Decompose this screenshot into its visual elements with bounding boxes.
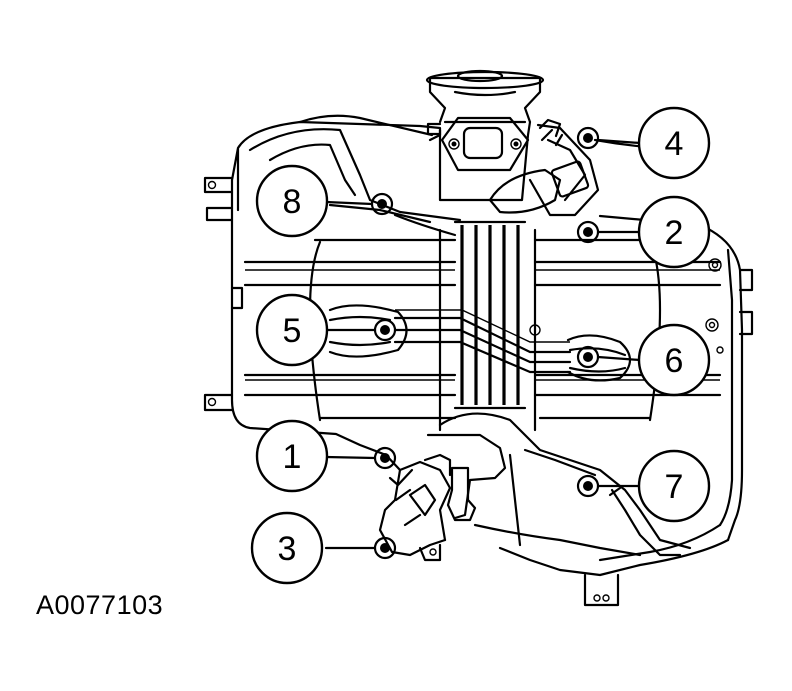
callout-5: 5 <box>255 293 329 367</box>
callout-7-label: 7 <box>665 468 684 506</box>
callout-6: 6 <box>637 323 711 397</box>
lower-left-bracket <box>378 433 507 562</box>
center-ribs <box>393 220 572 410</box>
leader-lines <box>324 138 642 550</box>
bolt-1 <box>373 446 397 470</box>
callouts: 8 4 2 5 6 1 7 3 <box>250 106 711 585</box>
callout-7: 7 <box>637 449 711 523</box>
callout-1: 1 <box>255 419 329 493</box>
bolt-7 <box>576 474 600 498</box>
bolt-5 <box>373 318 397 342</box>
callout-4-label: 4 <box>665 125 684 163</box>
callout-2: 2 <box>637 195 711 269</box>
callout-2-label: 2 <box>665 214 684 252</box>
callout-8-label: 8 <box>283 183 302 221</box>
upper-left-runner <box>248 128 462 237</box>
callout-3-label: 3 <box>278 530 297 568</box>
callout-4: 4 <box>637 106 711 180</box>
callout-6-label: 6 <box>665 342 684 380</box>
callout-8: 8 <box>255 164 329 238</box>
callout-1-label: 1 <box>283 438 302 476</box>
lower-right-runner <box>438 412 692 557</box>
figure-id-label: A0077103 <box>36 590 164 620</box>
throttle-body <box>425 69 600 217</box>
callout-5-label: 5 <box>283 312 302 350</box>
runner-lines <box>243 228 722 432</box>
port-runners <box>328 304 632 382</box>
bolt-4 <box>576 126 600 150</box>
callout-3: 3 <box>250 511 324 585</box>
bolt-6 <box>576 345 600 369</box>
